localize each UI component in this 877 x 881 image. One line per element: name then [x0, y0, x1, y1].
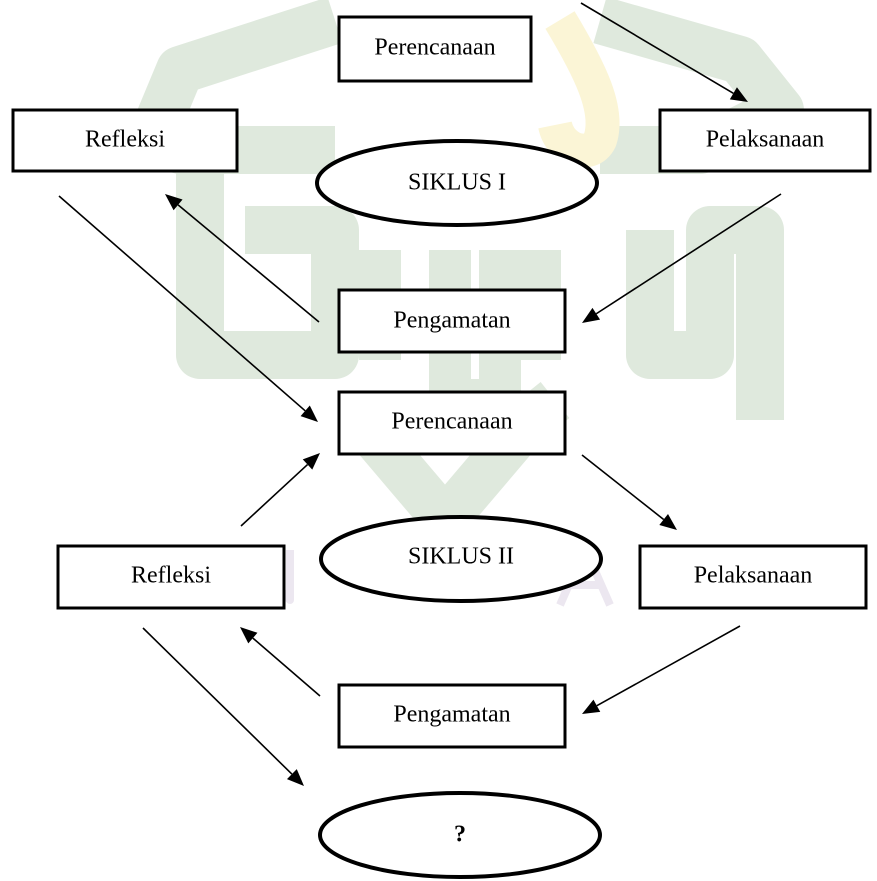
cycle2-observation-label: Pengamatan	[393, 702, 510, 728]
cycle1-planning-to-action-arrow	[580, 2, 748, 102]
cycle1-observation-label: Pengamatan	[393, 308, 510, 334]
cycle1-observation-to-reflection-arrow-shaft	[177, 204, 320, 323]
cycle2-planning-box: Perencanaan	[337, 390, 567, 456]
cycle2-reflection-box: Refleksi	[56, 544, 286, 610]
cycle1-planning-box: Perencanaan	[337, 15, 533, 83]
cycle1-observation-to-reflection-arrow-head	[165, 194, 183, 211]
cycle1-observation-box: Pengamatan	[337, 288, 567, 354]
cycle2-reflection-to-end-arrow-head	[286, 769, 304, 786]
end-question-label: ?	[454, 822, 466, 848]
cycle2-action-to-observation-arrow	[582, 625, 741, 714]
cycle1-planning-to-action-arrow-head	[729, 87, 748, 102]
cycle1-reflection-box: Refleksi	[11, 108, 239, 173]
cycle2-reflection-to-planning-arrow-shaft	[240, 463, 309, 527]
cycle1-action-box: Pelaksanaan	[658, 108, 872, 173]
cycle2-action-label: Pelaksanaan	[694, 563, 813, 589]
cycle2-action-to-observation-arrow-head	[582, 699, 601, 714]
cycle1-action-to-observation-arrow-head	[582, 307, 601, 323]
cycle2-reflection-label: Refleksi	[131, 563, 211, 589]
cycle1-action-label: Pelaksanaan	[706, 127, 825, 153]
cycle2-action-box: Pelaksanaan	[638, 544, 868, 610]
cycle2-reflection-to-end-arrow	[142, 627, 304, 786]
cycle2-planning-to-action-arrow-shaft	[581, 454, 665, 521]
cycle1-reflection-to-cycle2-planning-arrow-head	[300, 405, 318, 422]
cycle2-reflection-to-planning-arrow	[240, 453, 320, 527]
cycle2-planning-to-action-arrow	[581, 454, 677, 530]
cycle1-reflection-to-cycle2-planning-arrow-shaft	[58, 195, 306, 412]
cycle1-planning-to-action-arrow-shaft	[580, 2, 734, 95]
cycle1-reflection-to-cycle2-planning-arrow	[58, 195, 318, 422]
cycle2-reflection-to-planning-arrow-head	[302, 453, 320, 470]
cycle2-planning-to-action-arrow-head	[659, 513, 677, 530]
cycle2-observation-to-reflection-arrow-head	[240, 627, 258, 644]
end-question-oval: ?	[318, 791, 602, 879]
cycle1-planning-label: Perencanaan	[374, 35, 495, 61]
cycle2-observation-to-reflection-arrow	[240, 627, 321, 697]
watermark-emblem-stroke	[538, 11, 620, 168]
cycle1-observation-to-reflection-arrow	[165, 194, 320, 323]
cycle2-planning-label: Perencanaan	[391, 409, 512, 435]
cycle1-title-oval: SIKLUS I	[315, 139, 599, 227]
cycle2-observation-box: Pengamatan	[337, 683, 567, 749]
cycle1-title-label: SIKLUS I	[408, 170, 506, 196]
watermark-center-emblem	[538, 11, 620, 168]
cycle2-reflection-to-end-arrow-shaft	[142, 627, 293, 775]
cycle1-action-to-observation-arrow-shaft	[595, 193, 782, 315]
cycle2-observation-to-reflection-arrow-shaft	[252, 637, 321, 697]
cycle1-reflection-label: Refleksi	[85, 127, 165, 153]
arrows-layer	[58, 2, 782, 786]
cycle2-title-label: SIKLUS II	[408, 544, 514, 570]
cycle2-action-to-observation-arrow-shaft	[596, 625, 741, 707]
cycle1-action-to-observation-arrow	[582, 193, 782, 323]
cycle2-title-oval: SIKLUS II	[319, 515, 603, 603]
